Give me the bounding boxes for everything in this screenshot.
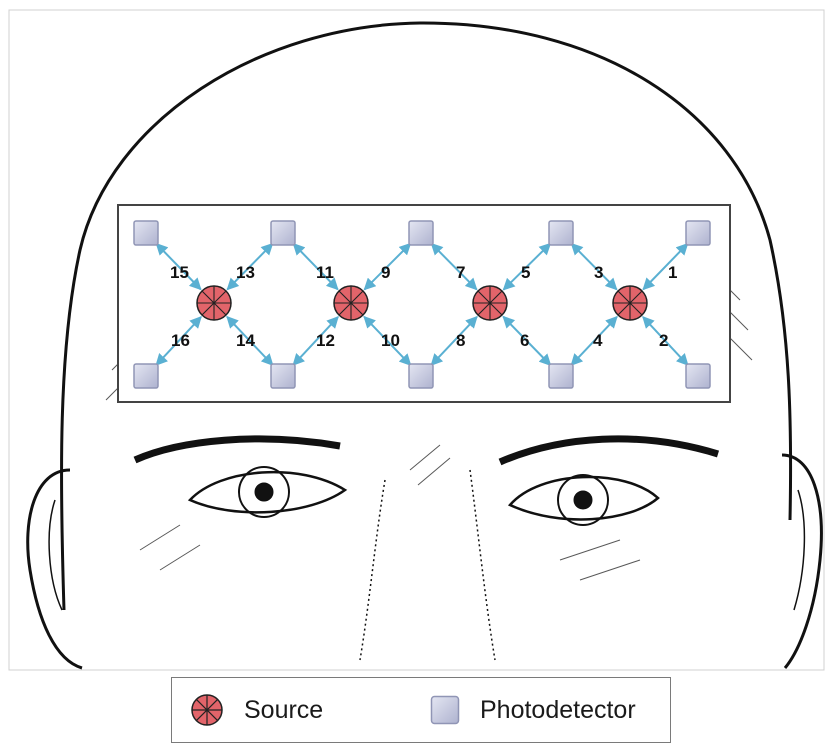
channel-label-5: 5 xyxy=(521,263,530,282)
photodetector-icon xyxy=(134,364,158,388)
source-icon xyxy=(334,286,368,320)
channel-label-9: 9 xyxy=(381,263,390,282)
channel-label-3: 3 xyxy=(594,263,603,282)
photodetector-icon xyxy=(549,221,573,245)
legend: Source Photodetector xyxy=(171,677,671,743)
photodetector-icon xyxy=(409,364,433,388)
legend-item-photodetector: Photodetector xyxy=(430,678,636,742)
photodetector-icon xyxy=(686,364,710,388)
channel-label-8: 8 xyxy=(456,331,465,350)
photodetector-icon xyxy=(271,364,295,388)
left-ear xyxy=(28,470,82,668)
channel-label-7: 7 xyxy=(456,263,465,282)
source-icon xyxy=(613,286,647,320)
channel-label-10: 10 xyxy=(381,331,400,350)
channel-label-15: 15 xyxy=(170,263,189,282)
channel-label-2: 2 xyxy=(659,331,668,350)
legend-photodetector-label: Photodetector xyxy=(480,696,636,725)
photodetector-icon xyxy=(549,364,573,388)
channel-label-14: 14 xyxy=(236,331,255,350)
source-icon xyxy=(190,693,224,727)
source-icon xyxy=(197,286,231,320)
legend-item-source: Source xyxy=(190,678,323,742)
left-eye xyxy=(190,467,345,517)
photodetector-icon xyxy=(686,221,710,245)
channel-label-16: 16 xyxy=(171,331,190,350)
nose-shading xyxy=(360,480,385,660)
right-eyebrow xyxy=(500,439,718,462)
channel-label-1: 1 xyxy=(668,263,677,282)
channel-label-12: 12 xyxy=(316,331,335,350)
channel-label-6: 6 xyxy=(520,331,529,350)
photodetector-icon xyxy=(134,221,158,245)
right-ear xyxy=(782,455,821,668)
photodetector-icon xyxy=(271,221,295,245)
photodetector-icon xyxy=(409,221,433,245)
channel-label-13: 13 xyxy=(236,263,255,282)
right-eye xyxy=(510,475,658,525)
legend-source-label: Source xyxy=(244,696,323,725)
channel-label-4: 4 xyxy=(593,331,603,350)
photodetector-icon xyxy=(430,695,460,725)
channel-label-11: 11 xyxy=(316,263,334,282)
left-eyebrow xyxy=(135,439,340,460)
source-icon xyxy=(473,286,507,320)
